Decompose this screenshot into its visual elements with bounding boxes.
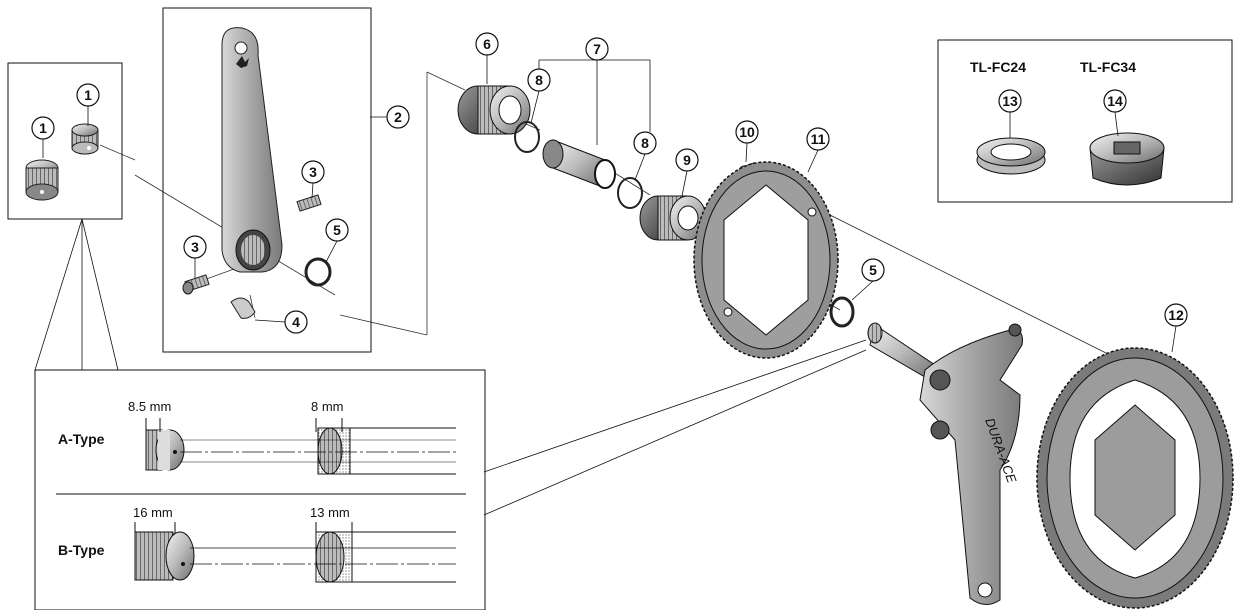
spacer-1: [514, 121, 540, 153]
tool-tl-fc24: [976, 137, 1046, 175]
callout-1b: 1: [84, 87, 92, 103]
callout-3b: 3: [191, 239, 199, 255]
cap-box: [7, 62, 123, 371]
safety-plate: [230, 297, 256, 319]
a-type-cap: [145, 418, 185, 471]
left-crank-arm: [221, 27, 283, 273]
right-crank-arm: DURA-ACE: [867, 322, 1023, 605]
o-ring-right: [829, 296, 855, 328]
b-type-cap-dim: 16 mm: [133, 505, 173, 520]
a-type-cap-dim: 8.5 mm: [128, 399, 171, 414]
callout-8b: 8: [641, 135, 649, 151]
bb-adapter-left: [639, 195, 707, 241]
a-type-axle: [315, 418, 456, 475]
callout-6: 6: [483, 36, 491, 52]
spacer-2: [617, 177, 643, 209]
b-type-cap: [134, 522, 195, 581]
callouts: [31, 32, 1188, 334]
callout-2: 2: [394, 109, 402, 125]
callout-5a: 5: [333, 222, 341, 238]
tool-tl-fc34: [1089, 132, 1165, 186]
fixing-bolt-small: [71, 123, 99, 155]
pinch-bolt-lower: [182, 274, 210, 295]
fixing-bolt-large: [25, 159, 59, 201]
callout-4: 4: [292, 314, 300, 330]
left-crank-box: [162, 7, 372, 353]
callout-5b: 5: [869, 262, 877, 278]
callout-1a: 1: [39, 120, 47, 136]
a-type-label: A-Type: [58, 431, 105, 447]
large-chainring: [1036, 347, 1234, 609]
b-type-axle-dim: 13 mm: [310, 505, 350, 520]
a-type-axle-dim: 8 mm: [311, 399, 344, 414]
callout-14: 14: [1107, 93, 1123, 109]
type-box: [34, 369, 486, 610]
callout-9: 9: [683, 152, 691, 168]
pinch-bolt-upper: [296, 194, 322, 212]
tool-a-name: TL-FC24: [970, 59, 1026, 75]
callout-7: 7: [593, 41, 601, 57]
inner-cover: [542, 139, 616, 189]
b-type-axle: [315, 522, 456, 583]
callout-3a: 3: [309, 164, 317, 180]
tool-b-name: TL-FC34: [1080, 59, 1136, 75]
o-ring-left: [304, 257, 332, 287]
callout-10: 10: [739, 124, 755, 140]
callout-11: 11: [811, 131, 826, 147]
tool-box: [937, 39, 1233, 203]
callout-8a: 8: [535, 72, 543, 88]
b-type-label: B-Type: [58, 542, 105, 558]
small-chainring: [693, 161, 839, 359]
bb-adapter-right: [457, 85, 531, 135]
callout-12: 12: [1168, 307, 1184, 323]
callout-13: 13: [1002, 93, 1018, 109]
